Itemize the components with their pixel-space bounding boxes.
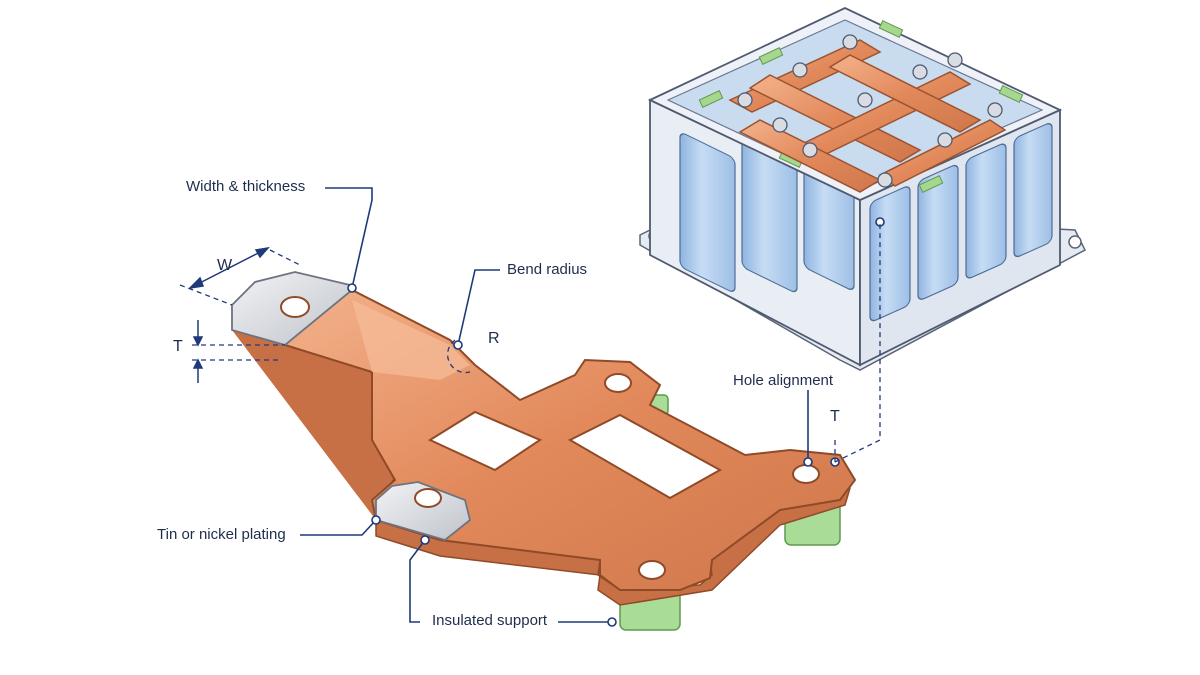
width-dimension	[187, 246, 270, 290]
busbar-hole	[414, 488, 442, 508]
callout-bend-radius: Bend radius	[507, 261, 588, 278]
flange-hole	[1068, 235, 1082, 249]
dim-thickness-left: T	[173, 338, 183, 355]
dim-radius: R	[488, 330, 500, 347]
busbar-hole	[638, 560, 666, 580]
bend-highlight	[352, 300, 470, 380]
busbar-assembly	[231, 271, 857, 631]
callout-hole-alignment: Hole alignment	[733, 372, 834, 389]
thickness-dimension	[192, 320, 204, 383]
terminal-bolts	[737, 34, 1003, 188]
leader-dots	[347, 217, 885, 627]
busbar-hole	[280, 296, 310, 318]
busbar-window	[427, 410, 543, 472]
battery-module	[639, 7, 1086, 371]
callout-width-thickness: Width & thickness	[186, 178, 306, 195]
busbar-hole	[604, 373, 632, 393]
callout-plating: Tin or nickel plating	[157, 526, 286, 543]
busbar-window	[567, 413, 723, 500]
busbar-holes	[280, 296, 820, 580]
callout-insulated-support: Insulated support	[432, 612, 548, 629]
dim-thickness-right: T	[830, 408, 840, 425]
dim-width: W	[217, 257, 233, 274]
leader-lines	[300, 187, 809, 623]
plated-end-lower	[375, 481, 472, 541]
busbar-hole	[792, 464, 820, 484]
